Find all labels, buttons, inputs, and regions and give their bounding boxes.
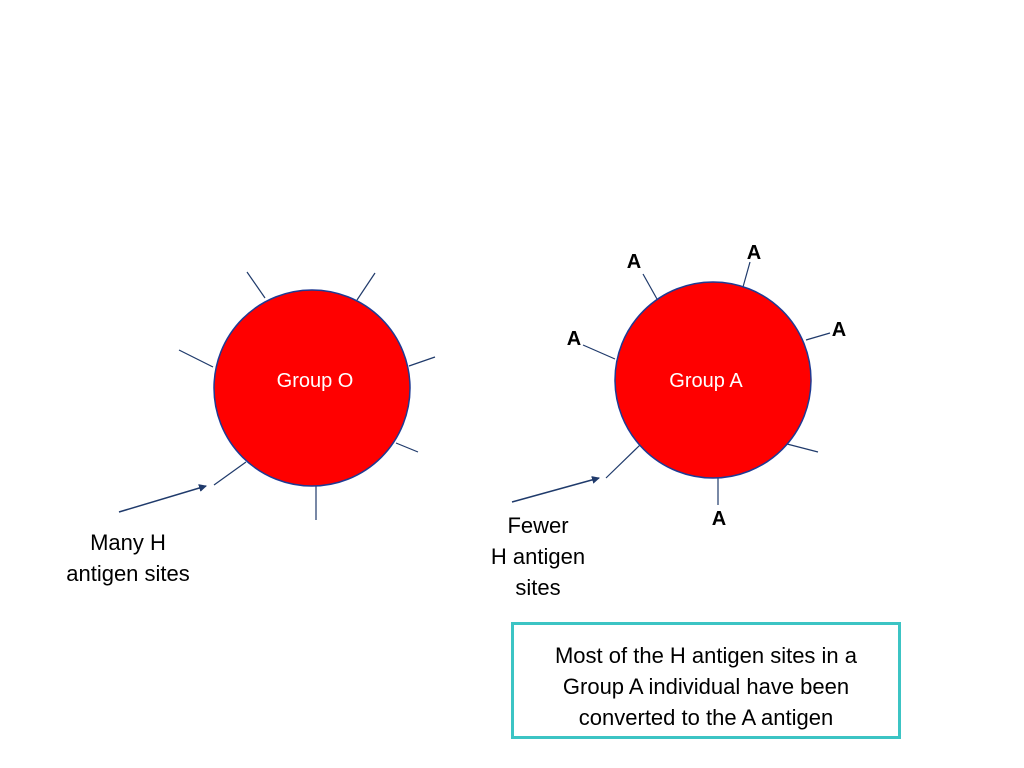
- h-site-line: [395, 442, 419, 453]
- fewer-h-caption: Fewer H antigen sites: [458, 510, 618, 603]
- group-a-cell: [614, 281, 812, 479]
- a-antigen-line: [742, 261, 751, 288]
- caption-line: sites: [515, 575, 561, 600]
- caption-line: H antigen: [490, 544, 586, 569]
- a-antigen-line: [805, 332, 831, 341]
- many-h-caption: Many H antigen sites: [38, 527, 218, 589]
- note-line: Group A individual have been: [562, 674, 850, 699]
- group-a-site-lines: [582, 261, 831, 505]
- a-antigen-label: A: [832, 319, 846, 341]
- a-antigen-label: A: [712, 508, 726, 530]
- h-site-line: [213, 461, 247, 486]
- a-antigen-label: A: [567, 328, 581, 350]
- caption-line: Many H: [90, 530, 166, 555]
- note-box: Most of the H antigen sites in a Group A…: [511, 622, 901, 739]
- many-h-arrow: [118, 484, 207, 513]
- note-line: Most of the H antigen sites in a: [554, 643, 858, 668]
- group-o-cell: [213, 289, 411, 487]
- a-antigen-line: [642, 273, 658, 300]
- a-antigen-label: A: [747, 242, 761, 264]
- group-o-label: Group O: [277, 370, 354, 392]
- h-site-line: [408, 356, 436, 367]
- h-site-line: [786, 443, 819, 453]
- h-site-line: [178, 349, 214, 368]
- a-antigen-label: A: [627, 251, 641, 273]
- group-a-label: Group A: [669, 370, 743, 392]
- caption-line: Fewer: [507, 513, 569, 538]
- caption-line: antigen sites: [66, 561, 190, 586]
- h-site-line: [246, 271, 266, 299]
- group-o-site-lines: [178, 271, 436, 520]
- fewer-h-arrow: [511, 476, 600, 503]
- h-site-line: [356, 272, 376, 301]
- h-site-line: [605, 444, 641, 479]
- a-antigen-line: [582, 344, 616, 360]
- note-line: converted to the A antigen: [578, 705, 834, 730]
